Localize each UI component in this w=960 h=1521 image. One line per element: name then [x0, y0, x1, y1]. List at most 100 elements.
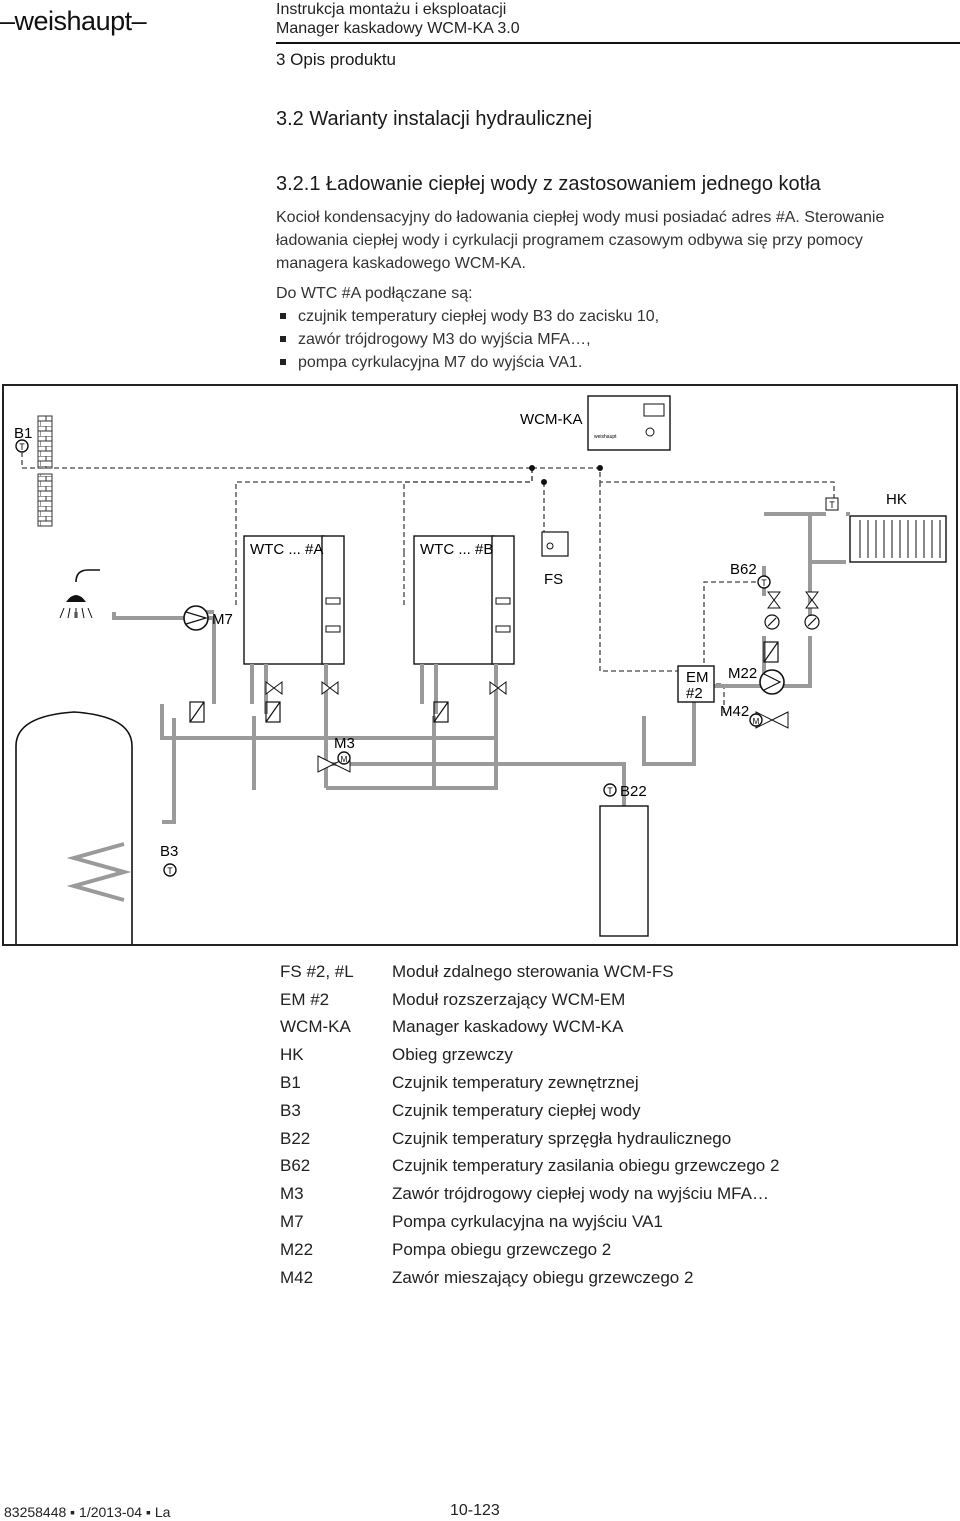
b62-sensor: B62 T	[730, 561, 771, 589]
shutoff-valves	[265, 591, 819, 695]
svg-text:B62: B62	[730, 561, 757, 578]
valve-m42: M M42	[720, 703, 789, 729]
b22-sensor: T B22	[603, 783, 647, 800]
pump-m7: M7	[183, 605, 233, 631]
section-title: 3.2 Warianty instalacji hydraulicznej	[276, 108, 593, 130]
list-item: czujnik temperatury ciepłej wody B3 do z…	[276, 305, 659, 328]
em-module: EM #2	[677, 665, 715, 703]
legend-description: Moduł zdalnego sterowania WCM-FS	[392, 961, 674, 981]
legend-code: B3	[280, 1100, 301, 1120]
boiler-wtc-b: WTC ... #B	[413, 535, 515, 665]
b3-sensor: B3 T	[160, 843, 178, 877]
chapter-title: 3 Opis produktu	[276, 50, 397, 69]
dhw-storage-tank	[15, 711, 133, 944]
legend-row: B22 Czujnik temperatury sprzęgła hydrauli…	[280, 1125, 779, 1153]
legend-code: WCM-KA	[280, 1017, 351, 1037]
connections-list: czujnik temperatury ciepłej wody B3 do z…	[276, 305, 659, 374]
legend-description: Czujnik temperatury sprzęgła hydrauliczn…	[392, 1128, 732, 1148]
bus-lines	[21, 452, 835, 716]
legend-description: Pompa cyrkulacyjna na wyjściu VA1	[392, 1212, 663, 1232]
svg-text:WTC ... #A: WTC ... #A	[250, 541, 323, 558]
valve-m3: M M3	[317, 735, 355, 773]
legend-description: Zawór mieszający obiegu grzewczego 2	[392, 1267, 694, 1287]
doc-title-line1: Instrukcja montażu i eksploatacji	[276, 1, 507, 18]
legend-description: Pompa obiegu grzewczego 2	[392, 1239, 612, 1259]
legend-row: B62 Czujnik temperatury zasilania obiegu …	[280, 1153, 779, 1181]
svg-text:M: M	[753, 717, 760, 726]
legend-code: M3	[280, 1184, 304, 1204]
logo-text: weishaupt	[14, 6, 133, 36]
header-rule	[276, 42, 960, 44]
list-item: zawór trójdrogowy M3 do wyjścia MFA…,	[276, 328, 659, 351]
hydraulic-diagram: B1 T WCM-KA weishaupt WTC ... #A	[2, 384, 958, 946]
subsection-title: 3.2.1 Ładowanie ciepłej wody z zastosowa…	[276, 173, 821, 195]
svg-text:M42: M42	[720, 703, 749, 720]
svg-text:WTC ... #B: WTC ... #B	[420, 541, 493, 558]
legend-row: M22 Pompa obiegu grzewczego 2	[280, 1236, 779, 1264]
svg-text:M: M	[341, 755, 348, 764]
legend-row: B1 Czujnik temperatury zewnętrznej	[280, 1069, 779, 1097]
pump-m22: M22	[728, 665, 785, 695]
check-valves	[189, 614, 820, 723]
svg-text:T: T	[761, 578, 767, 588]
legend-code: B22	[280, 1128, 311, 1148]
legend-code: M42	[280, 1267, 314, 1287]
legend-row: M42 Zawór mieszający obiegu grzewczego 2	[280, 1264, 779, 1292]
svg-text:M3: M3	[334, 735, 355, 752]
outdoor-wall	[37, 415, 53, 469]
svg-text:T: T	[607, 786, 613, 796]
hydraulic-schematic: B1 T WCM-KA weishaupt WTC ... #A	[14, 395, 947, 944]
legend-code: M22	[280, 1239, 314, 1259]
legend-code: FS #2, #L	[280, 961, 354, 981]
legend-description: Moduł rozszerzający WCM-EM	[392, 989, 626, 1009]
bus-junctions	[529, 465, 603, 485]
svg-text:HK: HK	[886, 491, 907, 508]
svg-text:M7: M7	[212, 611, 233, 628]
boiler-wtc-a: WTC ... #A	[243, 535, 345, 665]
weishaupt-logo: –weishaupt–	[0, 6, 147, 36]
svg-text:weishaupt: weishaupt	[594, 434, 617, 440]
svg-text:#2: #2	[686, 685, 703, 702]
list-item: pompa cyrkulacyjna M7 do wyjścia VA1.	[276, 351, 659, 374]
legend-description: Czujnik temperatury zasilania obiegu grz…	[392, 1156, 780, 1176]
svg-text:T: T	[167, 866, 173, 876]
legend-description: Czujnik temperatury ciepłej wody	[392, 1100, 641, 1120]
indoor-wall	[37, 473, 53, 527]
doc-title-line2: Manager kaskadowy WCM-KA 3.0	[276, 20, 520, 37]
legend-code: B1	[280, 1073, 301, 1093]
legend-description: Czujnik temperatury zewnętrznej	[392, 1073, 639, 1093]
wcm-ka-controller: WCM-KA weishaupt	[520, 395, 671, 451]
fs-remote-module: FS	[541, 531, 569, 588]
page-number: 10-123	[450, 1502, 500, 1519]
svg-text:WCM-KA: WCM-KA	[520, 411, 583, 428]
legend-row: M3 Zawór trójdrogowy ciepłej wody na wyjś…	[280, 1180, 779, 1208]
legend-code: EM #2	[280, 989, 330, 1009]
svg-text:FS: FS	[544, 571, 563, 588]
b1-sensor: B1 T	[14, 425, 32, 453]
connections-intro: Do WTC #A podłączane są:	[276, 285, 473, 302]
radiator-hk: HK	[849, 491, 947, 563]
intro-paragraph: Kocioł kondensacyjny do ładowania ciepłe…	[276, 209, 885, 272]
hk-sensor: T	[825, 497, 839, 511]
legend-table: FS #2, #L Moduł zdalnego sterowania WCM-F…	[280, 958, 779, 1292]
legend-row: B3 Czujnik temperatury ciepłej wody	[280, 1097, 779, 1125]
svg-text:M22: M22	[728, 665, 757, 682]
svg-text:T: T	[19, 442, 25, 452]
legend-code: B62	[280, 1156, 311, 1176]
legend-description: Zawór trójdrogowy ciepłej wody na wyjści…	[392, 1184, 769, 1204]
legend-row: WCM-KA Manager kaskadowy WCM-KA	[280, 1014, 779, 1042]
legend-row: FS #2, #L Moduł zdalnego sterowania WCM-F…	[280, 958, 779, 986]
hydraulic-separator	[599, 805, 649, 937]
svg-text:EM: EM	[686, 669, 709, 686]
svg-text:T: T	[829, 500, 835, 510]
shower-head-icon	[59, 569, 100, 619]
document-number: 83258448 ▪ 1/2013-04 ▪ La	[4, 1504, 171, 1520]
svg-text:B1: B1	[14, 425, 32, 442]
pipes	[74, 512, 850, 926]
svg-text:B22: B22	[620, 783, 647, 800]
svg-text:B3: B3	[160, 843, 178, 860]
legend-description: Manager kaskadowy WCM-KA	[392, 1017, 624, 1037]
legend-description: Obieg grzewczy	[392, 1045, 513, 1065]
